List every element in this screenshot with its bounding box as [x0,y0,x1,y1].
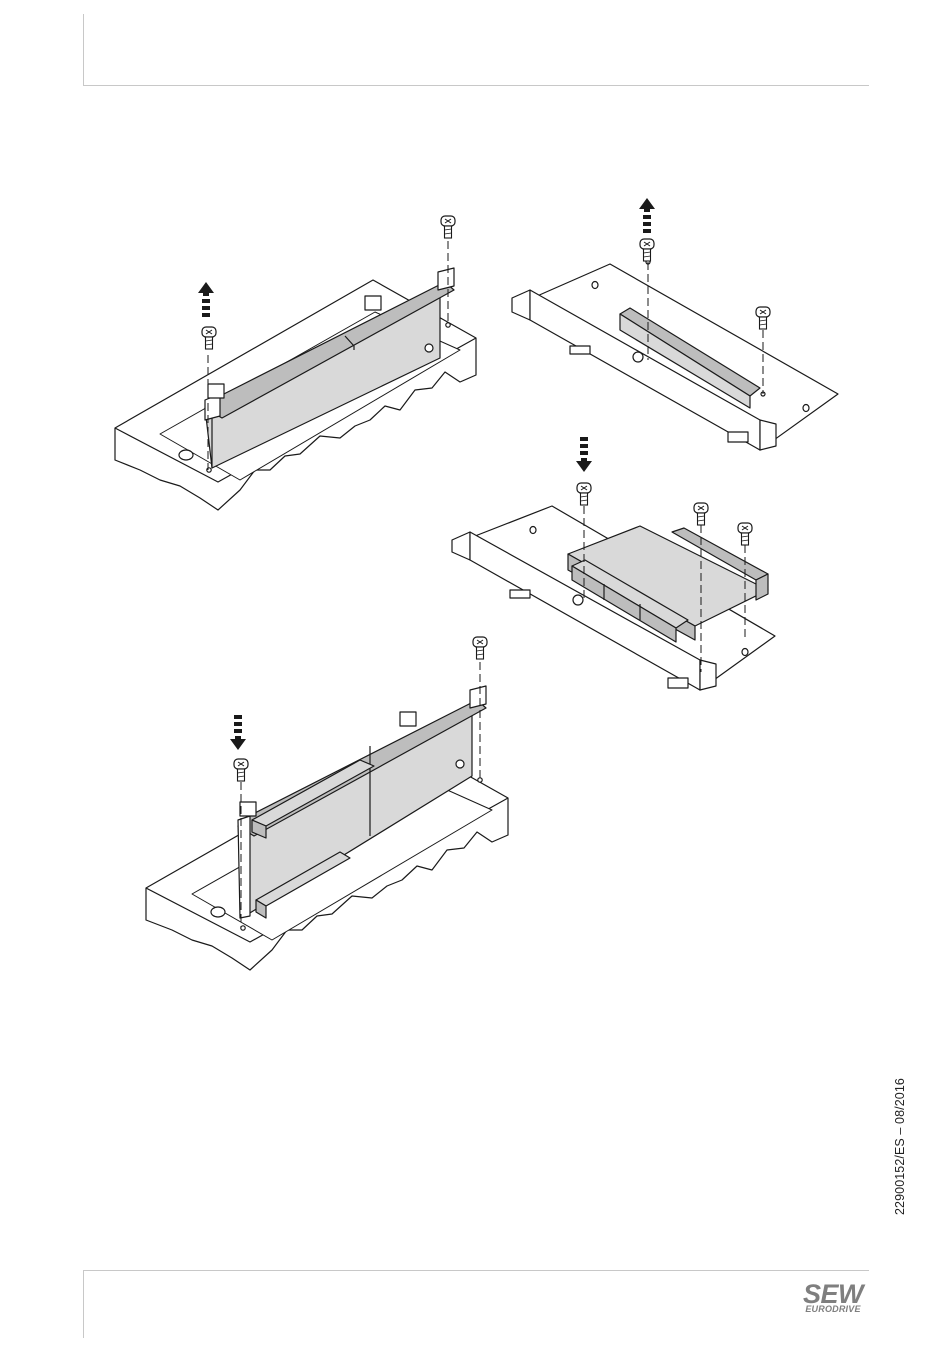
panel-remove-module [115,241,476,510]
logo-sub: EURODRIVE [797,1304,869,1314]
document-code: 22900152/ES – 08/2016 [893,1078,907,1215]
logo-brand: SEW [797,1283,869,1305]
panel-empty-plate [512,260,838,450]
sew-eurodrive-logo: SEW EURODRIVE [797,1283,869,1317]
panel-insert-module [146,662,508,970]
panel-mount-card [452,506,775,690]
